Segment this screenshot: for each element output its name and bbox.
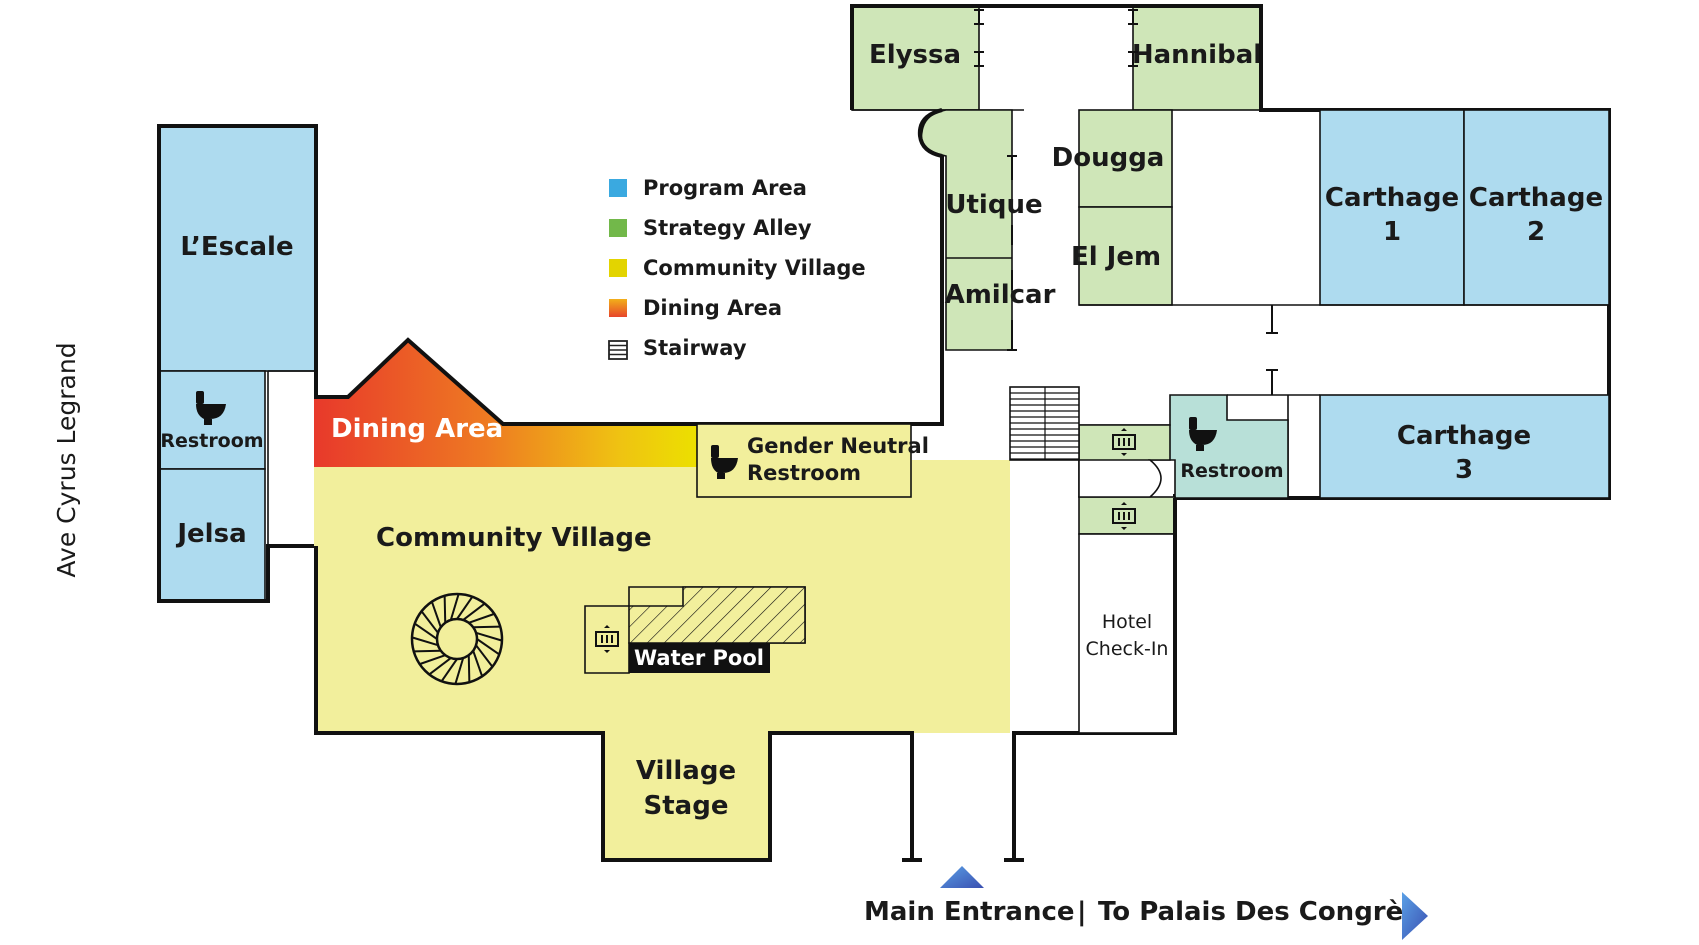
community-village-label: Community Village bbox=[376, 523, 652, 553]
elyssa-label: Elyssa bbox=[869, 40, 961, 70]
utique-label: Utique bbox=[945, 190, 1042, 220]
legend-swatch bbox=[609, 179, 627, 197]
legend-swatch bbox=[609, 219, 627, 237]
amilcar-label: Amilcar bbox=[945, 280, 1056, 310]
jelsa-room[interactable]: Jelsa bbox=[158, 468, 266, 602]
dining-area-label: Dining Area bbox=[331, 414, 503, 444]
water-pool-label: Water Pool bbox=[634, 646, 764, 670]
hotel-checkin-label-2: Check-In bbox=[1086, 638, 1169, 660]
hotel-checkin-label-1: Hotel bbox=[1102, 611, 1152, 633]
legend-swatch bbox=[609, 299, 627, 317]
lescale-room[interactable]: L’Escale bbox=[158, 125, 317, 372]
restroom-west-label: Restroom bbox=[160, 430, 263, 452]
legend-label: Community Village bbox=[643, 256, 866, 280]
el-jem-label: El Jem bbox=[1071, 242, 1161, 272]
elyssa-room[interactable]: Elyssa bbox=[851, 5, 980, 111]
gender-neutral-restroom[interactable]: Gender Neutral Restroom bbox=[696, 423, 929, 498]
elevator-icon bbox=[1112, 428, 1136, 456]
hotel-checkin[interactable]: Hotel Check-In bbox=[1078, 533, 1176, 734]
legend-label: Strategy Alley bbox=[643, 216, 812, 240]
carthage-1-label-2: 1 bbox=[1383, 217, 1401, 247]
dougga-room[interactable]: Dougga bbox=[1052, 109, 1173, 208]
carthage-2-label-2: 2 bbox=[1527, 217, 1545, 247]
legend-item: Program Area bbox=[609, 176, 807, 200]
carthage-3-room[interactable]: Carthage 3 bbox=[1319, 394, 1610, 499]
street-label: Ave Cyrus Legrand bbox=[52, 342, 81, 577]
toilet-icon bbox=[711, 445, 738, 479]
amilcar-room[interactable]: Amilcar bbox=[945, 280, 1056, 310]
dining-area[interactable]: Dining Area bbox=[314, 340, 697, 467]
lescale-label: L’Escale bbox=[180, 232, 293, 262]
legend-label: Stairway bbox=[643, 336, 747, 360]
toilet-icon bbox=[1189, 417, 1217, 451]
carthage-1-room[interactable]: Carthage 1 bbox=[1319, 109, 1465, 306]
dougga-label: Dougga bbox=[1052, 143, 1165, 173]
footer-separator: | bbox=[1077, 897, 1087, 927]
gender-neutral-label-2: Restroom bbox=[747, 461, 861, 485]
carthage-3-label-1: Carthage bbox=[1397, 421, 1531, 451]
elevator-icon bbox=[1112, 502, 1136, 530]
toilet-icon bbox=[196, 391, 226, 425]
direction-arrow-icon[interactable] bbox=[1402, 892, 1428, 940]
carthage-2-room[interactable]: Carthage 2 bbox=[1463, 109, 1610, 306]
entrance-arrow-icon bbox=[940, 866, 984, 888]
legend-item: Strategy Alley bbox=[609, 216, 812, 240]
legend-label: Dining Area bbox=[643, 296, 782, 320]
legend-label: Program Area bbox=[643, 176, 807, 200]
main-entrance-label: Main Entrance bbox=[864, 897, 1075, 927]
restroom-east[interactable]: Restroom bbox=[1078, 394, 1289, 499]
legend-swatch bbox=[609, 259, 627, 277]
restroom-east-label: Restroom bbox=[1180, 460, 1283, 482]
village-stage-label-2: Stage bbox=[644, 791, 729, 821]
carthage-3-label-2: 3 bbox=[1455, 455, 1473, 485]
legend-item: Stairway bbox=[608, 336, 747, 360]
spiral-staircase-icon bbox=[410, 592, 504, 686]
carthage-1-label-1: Carthage bbox=[1325, 183, 1459, 213]
gender-neutral-label-1: Gender Neutral bbox=[747, 434, 929, 458]
water-pool[interactable]: Water Pool bbox=[584, 586, 806, 674]
elevator-icon bbox=[595, 625, 619, 653]
village-stage-label-1: Village bbox=[636, 756, 736, 786]
legend-item: Dining Area bbox=[609, 296, 782, 320]
legend-item: Community Village bbox=[609, 256, 866, 280]
to-palais-label[interactable]: To Palais Des Congrès bbox=[1098, 897, 1419, 927]
hannibal-label: Hannibal bbox=[1132, 40, 1262, 70]
el-jem-room[interactable]: El Jem bbox=[1071, 206, 1173, 306]
restroom-west[interactable]: Restroom bbox=[158, 370, 266, 470]
legend-swatch bbox=[608, 340, 628, 360]
jelsa-label: Jelsa bbox=[175, 519, 246, 549]
stairway-icon bbox=[1009, 386, 1080, 461]
utique-room[interactable]: Utique bbox=[945, 190, 1042, 220]
carthage-2-label-1: Carthage bbox=[1469, 183, 1603, 213]
hannibal-room[interactable]: Hannibal bbox=[1132, 5, 1262, 111]
